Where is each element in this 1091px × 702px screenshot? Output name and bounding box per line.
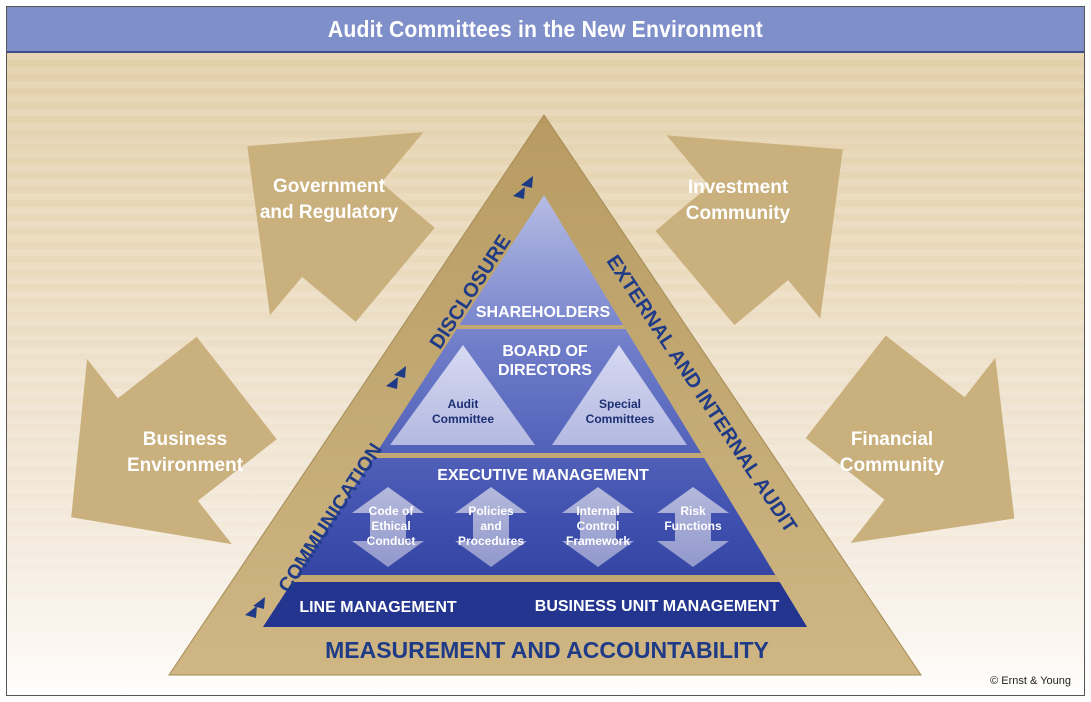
tier-board-line1: BOARD OF [502,343,588,360]
tier-line-management: LINE MANAGEMENT [299,599,457,616]
influence-business-line2: Environment [127,455,244,476]
influence-government-line1: Government [273,176,386,197]
exec-policies-line1: Policies [468,504,514,518]
influence-investment-line1: Investment [688,177,789,198]
exec-policies-line2: and [480,519,501,533]
exec-code-line3: Conduct [367,534,416,548]
special-committees-triangle [552,345,687,445]
influence-investment-line2: Community [686,203,791,224]
exec-internal-line1: Internal [576,504,619,518]
special-committees-line1: Special [599,397,641,411]
diagram-frame: Audit Committees in the New Environment [6,6,1085,696]
special-committees-line2: Committees [586,412,655,426]
tier-business-unit-management: BUSINESS UNIT MANAGEMENT [535,598,780,615]
arrow-financial [805,335,1015,543]
exec-policies-line3: Procedures [458,534,524,548]
arrow-investment [655,135,843,326]
audit-committee-triangle [390,345,535,445]
marker-left-6 [521,176,533,188]
influence-business-line1: Business [143,429,227,450]
marker-left-4 [394,366,406,378]
tier-shareholders: SHAREHOLDERS [476,304,611,321]
audit-committee-line2: Committee [432,412,494,426]
exec-internal-line3: Framework [566,534,630,548]
marker-left-3 [386,377,398,389]
exec-code-line1: Code of [369,504,415,518]
marker-left-2 [253,597,265,609]
exec-item-code-of-ethics [352,487,424,567]
influence-financial-line2: Community [840,455,945,476]
exec-item-risk-functions [657,487,729,567]
marker-left-5 [513,187,525,199]
arrow-government [247,132,435,322]
exec-item-internal-control [562,487,634,567]
marker-left-1 [245,606,257,618]
exec-code-line2: Ethical [371,519,410,533]
diagram-canvas: Government and Regulatory Investment Com… [7,53,1084,695]
arrow-business [71,336,277,545]
frame-base-label: MEASUREMENT AND ACCOUNTABILITY [325,637,769,663]
influence-financial-line1: Financial [851,429,933,450]
title-bar: Audit Committees in the New Environment [7,7,1084,53]
exec-internal-line2: Control [577,519,620,533]
page-title: Audit Committees in the New Environment [327,15,764,42]
tier-board-line2: DIRECTORS [498,362,592,379]
audit-committee-line1: Audit [448,397,479,411]
tier-executive-management: EXECUTIVE MANAGEMENT [437,467,649,484]
exec-risk-line1: Risk [680,504,706,518]
exec-risk-line2: Functions [664,519,722,533]
exec-item-policies [455,487,527,567]
copyright: © Ernst & Young [990,675,1071,687]
influence-government-line2: and Regulatory [260,202,399,223]
